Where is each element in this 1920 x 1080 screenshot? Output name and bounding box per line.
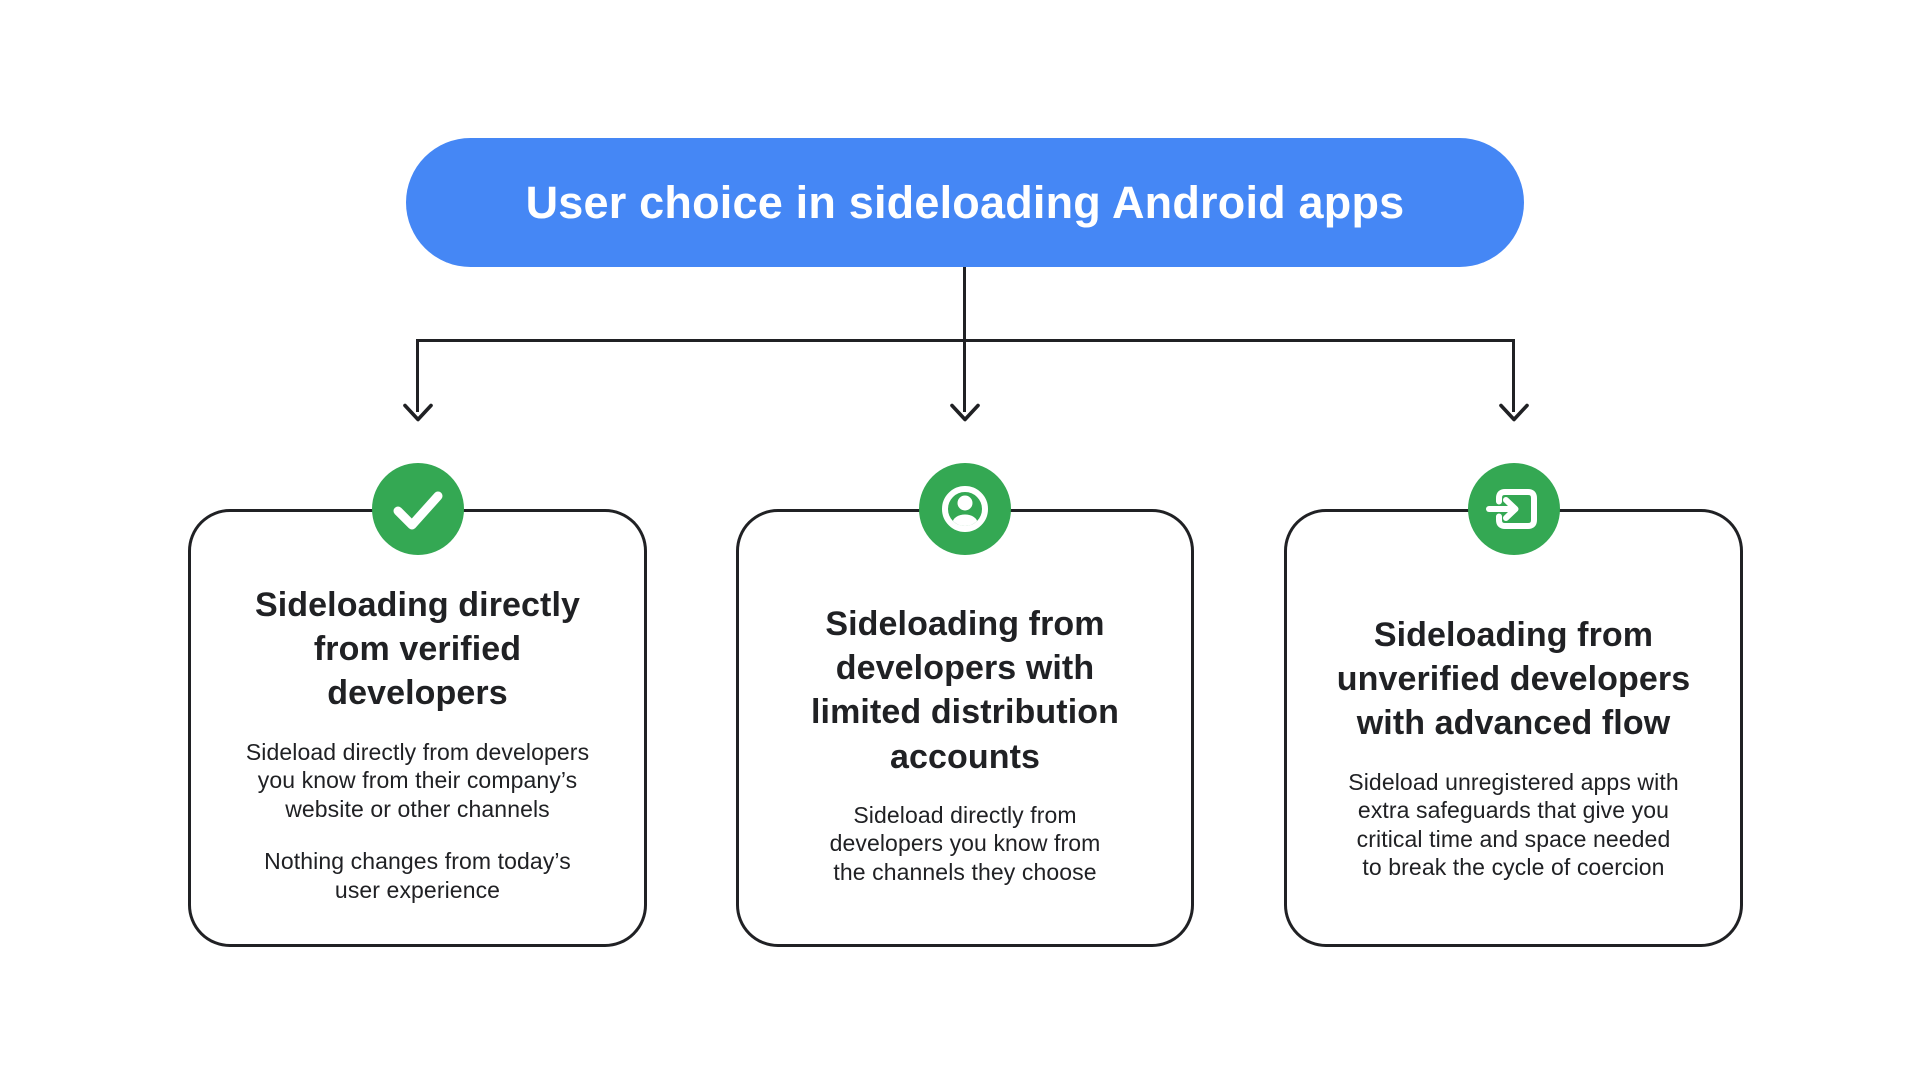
person-icon bbox=[919, 463, 1011, 555]
arrowhead-down-right-icon bbox=[1498, 403, 1530, 423]
card-icon-badge bbox=[371, 463, 464, 555]
card-heading: Sideloading from unverified developers w… bbox=[1336, 616, 1691, 743]
connector-stub-right bbox=[1512, 339, 1515, 412]
card-icon-badge bbox=[919, 463, 1011, 555]
exit-to-app-icon bbox=[1467, 463, 1560, 555]
card-body-text: Sideload directly from developers you kn… bbox=[829, 801, 1101, 885]
card-heading: Sideloading directly from verified devel… bbox=[254, 586, 581, 713]
card-body-text: Nothing changes from today’s user experi… bbox=[264, 848, 571, 903]
card-body-text: Sideload unregistered apps with extra sa… bbox=[1348, 768, 1679, 881]
card-icon-badge bbox=[1467, 463, 1560, 555]
title-pill: User choice in sideloading Android apps bbox=[406, 138, 1524, 267]
connector-stub-left bbox=[416, 339, 419, 412]
arrowhead-down-left-icon bbox=[402, 403, 434, 423]
check-icon bbox=[371, 463, 464, 555]
card-verified-developers: Sideloading directly from verified devel… bbox=[188, 463, 647, 947]
card-body-text: Sideload directly from developers you kn… bbox=[245, 738, 590, 822]
diagram-title: User choice in sideloading Android apps bbox=[525, 176, 1405, 228]
arrowhead-down-middle-icon bbox=[949, 403, 981, 423]
card-limited-distribution: Sideloading from developers with limited… bbox=[736, 463, 1194, 947]
card-unverified-advanced-flow: Sideloading from unverified developers w… bbox=[1284, 463, 1743, 947]
card-heading: Sideloading from developers with limited… bbox=[811, 605, 1119, 776]
connector-horizontal-branch bbox=[416, 339, 1515, 342]
